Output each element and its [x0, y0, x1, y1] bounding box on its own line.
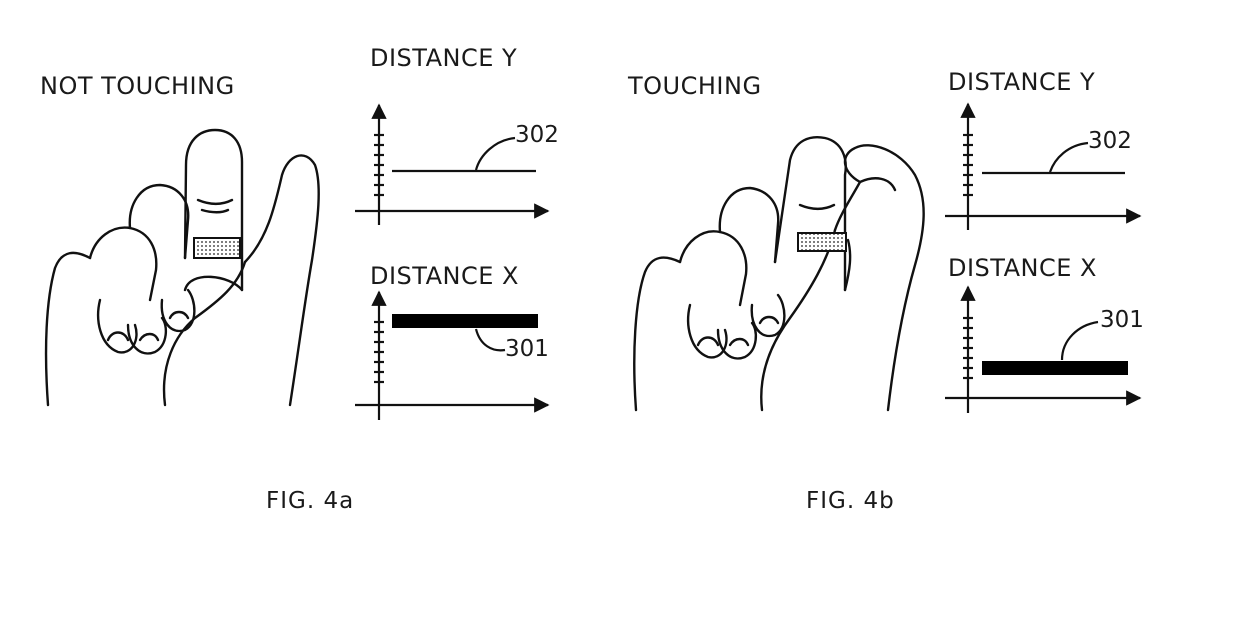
- sensor-ring-b: [797, 232, 847, 252]
- graph-x-b: [945, 285, 1142, 413]
- leader-line-301-a: [474, 328, 506, 352]
- state-label-touching: TOUCHING: [628, 72, 762, 100]
- graph-y-a: [355, 103, 550, 225]
- hand-not-touching: [44, 128, 320, 407]
- graph-title-distance-x-a: DISTANCE X: [370, 262, 519, 290]
- sensor-ring-a: [193, 237, 241, 259]
- ref-302-b: 302: [1088, 128, 1132, 154]
- signal-bar-301-b: [982, 361, 1128, 375]
- figure-caption-a: FIG. 4a: [266, 488, 355, 514]
- ref-301-a: 301: [505, 336, 549, 362]
- ref-302-a: 302: [515, 122, 559, 148]
- graph-y-b: [945, 102, 1142, 230]
- graph-x-a: [355, 290, 550, 420]
- leader-line-302-a: [474, 136, 516, 171]
- leader-line-301-b: [1060, 320, 1099, 361]
- figure-caption-b: FIG. 4b: [806, 488, 895, 514]
- leader-line-302-b: [1048, 141, 1089, 173]
- state-label-not-touching: NOT TOUCHING: [40, 72, 235, 100]
- graph-title-distance-x-b: DISTANCE X: [948, 254, 1097, 282]
- signal-bar-301-a: [392, 314, 538, 328]
- hand-touching: [633, 136, 925, 412]
- ref-301-b: 301: [1100, 307, 1144, 333]
- graph-title-distance-y-a: DISTANCE Y: [370, 44, 518, 72]
- graph-title-distance-y-b: DISTANCE Y: [948, 68, 1096, 96]
